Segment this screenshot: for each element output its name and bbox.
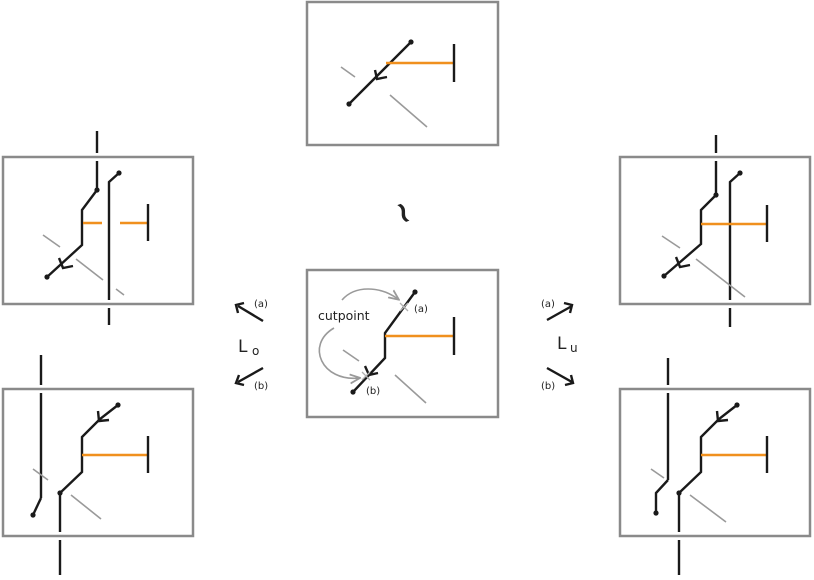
arrow-downleft-icon [234,374,245,387]
arrowhead-icon [363,365,379,377]
cut-label-b: (b) [366,386,380,397]
similar-symbol: ~ [383,195,424,231]
arrowhead-icon [715,410,729,423]
left-label-a: (a) [254,299,268,310]
arrow-upleft-icon [234,301,245,314]
arrow-downright-icon [564,374,575,387]
arrowhead-icon [57,257,74,270]
right-label-b: (b) [541,381,555,392]
left-operator-sub: o [252,344,259,358]
panel-left-bottom [1,355,195,575]
panel-center-frame [305,268,500,419]
panel-top-frame [305,0,500,147]
cutpoint-label: cutpoint [318,308,370,323]
operator-right: (a) L u (b) [541,299,578,392]
right-label-a: (a) [541,299,555,310]
panel-top [305,0,500,147]
panel-right-bottom [618,358,812,575]
operator-left: (a) L o (b) [234,299,268,392]
arrowhead-icon [96,410,110,423]
cut-label-a: (a) [414,304,428,315]
arrowhead-icon [373,69,388,81]
cutpoint-arrow-b-icon [318,327,359,378]
panel-left-bottom-frame [1,387,195,538]
left-operator-label: L [238,337,248,357]
arrow-upright-icon [563,301,574,314]
panel-right-top [618,135,812,327]
panel-right-top-frame [618,155,812,306]
cutpoint-arrow-a-icon [341,288,398,300]
cut-mark-a-icon [399,302,409,312]
right-operator-label: L [557,334,567,354]
arrowhead-icon [674,256,691,269]
right-operator-sub: u [570,341,578,355]
left-label-b: (b) [254,381,268,392]
panel-center: (a) (b) cutpoint [305,268,500,419]
cut-mark-b-icon [361,371,371,381]
panel-right-bottom-frame [618,387,812,538]
panel-left-top [1,131,195,325]
panel-left-top-frame [1,155,195,306]
